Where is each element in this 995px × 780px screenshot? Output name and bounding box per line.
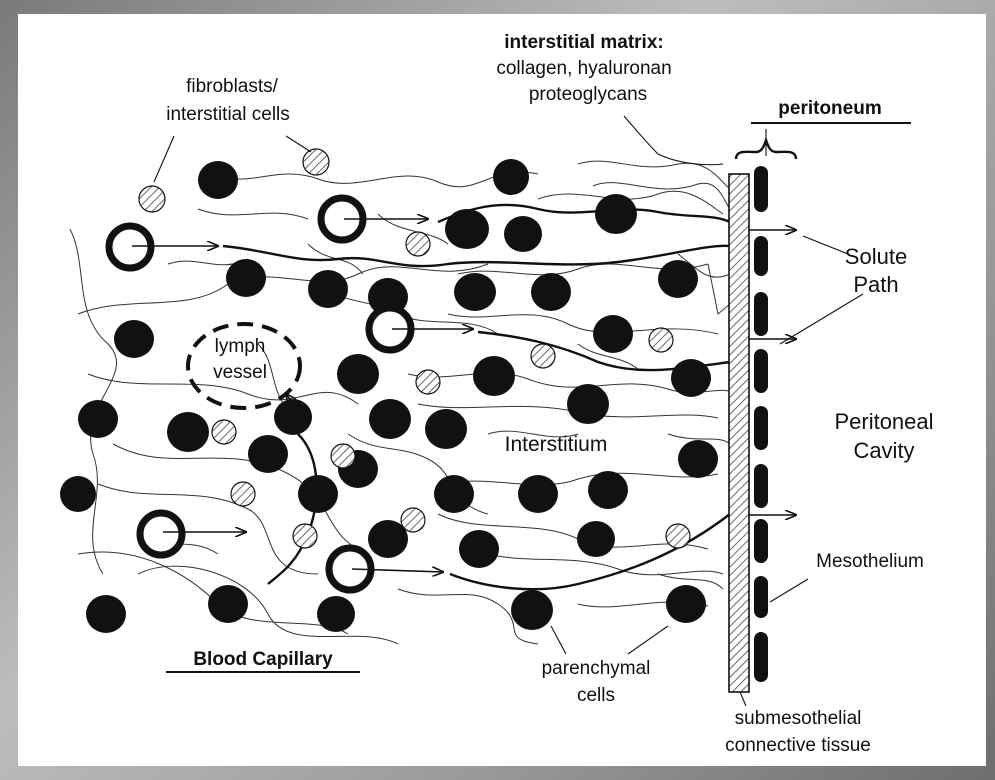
parenchymal-line2: cells — [577, 685, 615, 706]
parenchymal-cells — [60, 159, 718, 633]
lymph-vessel-line2: vessel — [213, 362, 267, 383]
peritoneal-cavity-line2: Cavity — [853, 438, 914, 463]
submesothelial-line1: submesothelial — [735, 708, 862, 729]
matrix-fibers — [70, 161, 738, 644]
fibroblasts-line2: interstitial cells — [166, 104, 290, 125]
interstitial-matrix-line1: collagen, hyaluronan — [496, 58, 671, 79]
peritoneum-diagram: interstitial matrix: collagen, hyalurona… — [18, 14, 986, 766]
blood-capillaries — [109, 198, 411, 590]
submesothelial-layer — [729, 174, 749, 692]
fibroblasts-line1: fibroblasts/ — [186, 76, 279, 97]
parenchymal-line1: parenchymal — [542, 658, 651, 679]
solute-path-line1: Solute — [845, 244, 907, 269]
peritoneal-cavity-line1: Peritoneal — [834, 409, 933, 434]
peritoneum-label: peritoneum — [778, 98, 881, 119]
solute-path-line2: Path — [853, 272, 898, 297]
mesothelium-cells — [754, 166, 768, 682]
blood-capillary-label: Blood Capillary — [193, 649, 333, 670]
submesothelial-line2: connective tissue — [725, 735, 871, 756]
diagram-canvas: interstitial matrix: collagen, hyalurona… — [18, 14, 986, 766]
interstitial-matrix-line2: proteoglycans — [529, 84, 647, 105]
interstitial-matrix-title: interstitial matrix: — [504, 32, 663, 53]
mesothelium-label: Mesothelium — [816, 551, 924, 572]
interstitium-label: Interstitium — [505, 433, 608, 456]
lymph-vessel-line1: lymph — [215, 336, 266, 357]
